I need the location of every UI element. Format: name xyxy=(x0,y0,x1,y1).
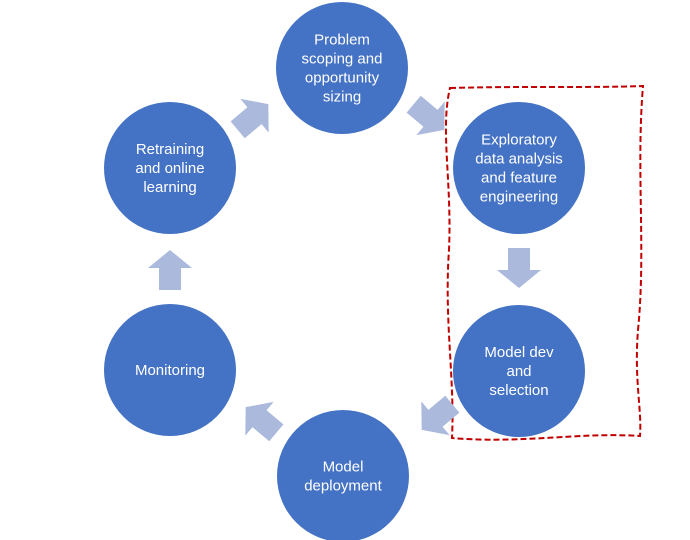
node-circle xyxy=(453,305,585,437)
highlight-dashed-border xyxy=(444,84,645,441)
node-label-line: deployment xyxy=(304,478,382,495)
node-retraining: Retraining and online learning xyxy=(104,102,236,234)
node-model-dev: Model dev and selection xyxy=(453,305,585,437)
node-label-line: engineering xyxy=(480,189,558,206)
node-circle xyxy=(276,2,408,134)
node-label-line: Retraining xyxy=(136,141,204,158)
node-circle xyxy=(453,102,585,234)
arrow-monitoring-to-retraining xyxy=(148,250,192,290)
arrow-exploratory-data-analysis-to-model-dev xyxy=(497,248,541,288)
node-label-line: scoping and xyxy=(302,51,383,68)
node-monitoring: Monitoring xyxy=(104,304,236,436)
node-exploratory-data-analysis: Exploratory data analysis and feature engin… xyxy=(453,102,585,234)
arrow-model-deployment-to-monitoring xyxy=(245,401,284,442)
node-label-line: Model dev xyxy=(484,344,554,361)
node-label-line: sizing xyxy=(323,89,361,106)
node-label-line: and online xyxy=(135,160,204,177)
arrow-retraining-to-problem-scoping xyxy=(230,98,269,139)
node-circle xyxy=(277,410,409,540)
node-label-line: Monitoring xyxy=(135,362,205,379)
node-label-line: Problem xyxy=(314,32,370,49)
node-label-line: learning xyxy=(143,179,196,196)
node-label-line: Model xyxy=(323,459,364,476)
node-label-line: data analysis xyxy=(475,151,563,168)
node-label-line: opportunity xyxy=(305,70,380,87)
node-label-line: and feature xyxy=(481,170,557,187)
node-label-line: Exploratory xyxy=(481,132,557,149)
arrow-problem-scoping-to-exploratory-data-analysis xyxy=(406,95,445,136)
node-label-line: and xyxy=(506,363,531,380)
node-label-line: selection xyxy=(489,382,548,399)
node-model-deployment: Model deployment xyxy=(277,410,409,540)
arrow-model-dev-to-model-deployment xyxy=(421,395,460,436)
node-circle xyxy=(104,304,236,436)
node-circle xyxy=(104,102,236,234)
node-problem-scoping: Problem scoping and opportunity sizing xyxy=(276,2,408,134)
